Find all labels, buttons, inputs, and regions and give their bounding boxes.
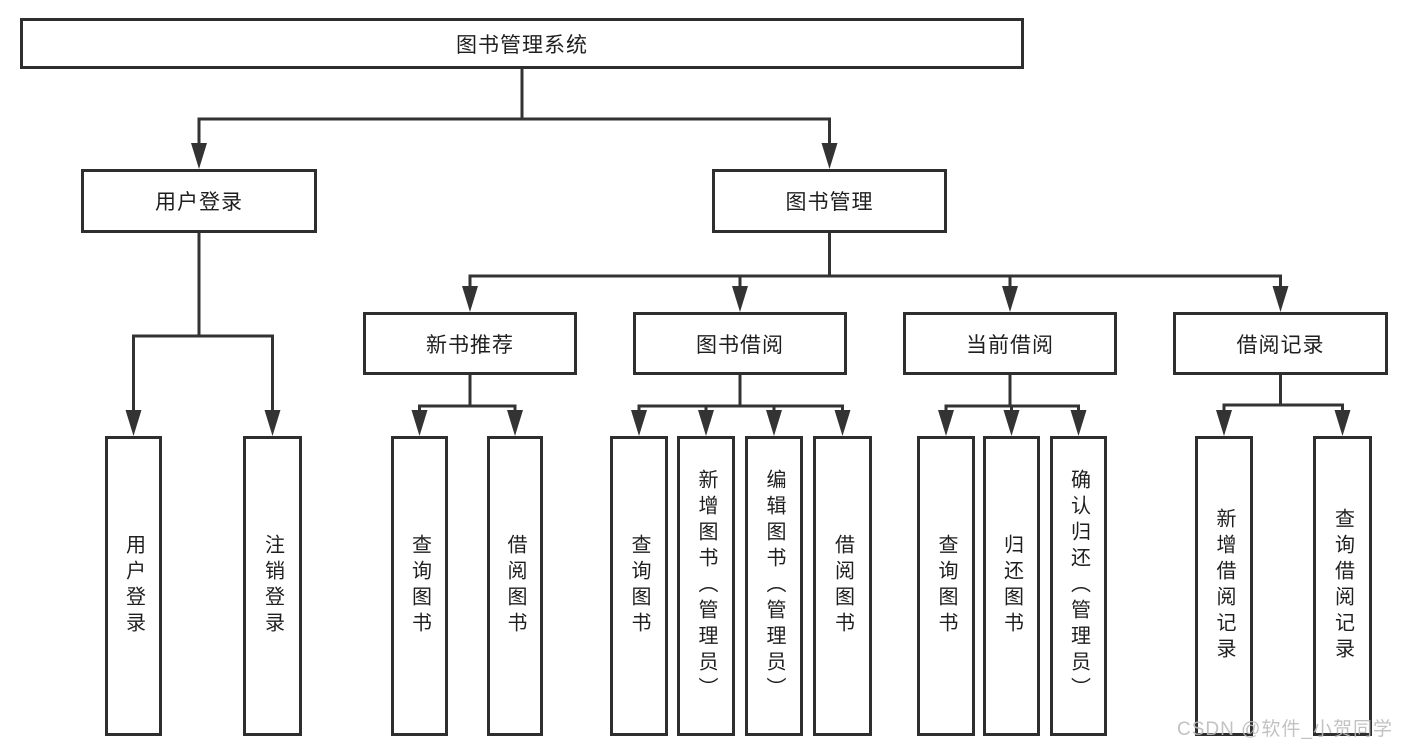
arrowhead-down-icon [507,410,523,436]
arrowhead-down-icon [1070,410,1087,436]
node-label: 编辑图书（管理员） [763,469,785,703]
node-query-books-borrow: 查询图书 [610,436,668,736]
arrowhead-down-icon [766,410,782,436]
arrowhead-down-icon [191,143,207,169]
node-new-book-recommend: 新书推荐 [363,312,577,375]
node-label: 借阅图书 [831,534,854,638]
node-current-borrowing: 当前借阅 [903,312,1117,375]
node-root: 图书管理系统 [20,18,1024,69]
node-query-books-current: 查询图书 [917,436,975,736]
node-label: 用户登录 [155,191,243,214]
node-confirm-return-admin: 确认归还（管理员） [1050,436,1107,736]
node-label: 新增图书（管理员） [695,469,717,703]
node-label: 新书推荐 [426,333,514,357]
node-logout-action: 注销登录 [243,436,302,736]
arrowhead-down-icon [125,410,142,436]
node-login-action: 用户登录 [105,436,162,736]
node-book-management: 图书管理 [712,169,947,233]
node-label: 查询图书 [408,534,431,638]
arrowhead-down-icon [698,410,714,436]
node-label: 当前借阅 [966,333,1054,357]
arrowhead-down-icon [1002,286,1018,312]
arrowhead-down-icon [1003,410,1020,436]
arrowhead-down-icon [1216,410,1232,436]
node-borrowing-records: 借阅记录 [1173,312,1388,375]
node-label: 图书管理 [785,191,874,214]
node-label: 借阅图书 [504,534,526,638]
arrowhead-down-icon [462,286,478,312]
node-borrow-books-recommend: 借阅图书 [487,436,543,736]
node-add-books-admin: 新增图书（管理员） [677,436,735,736]
node-label: 图书借阅 [696,333,784,357]
arrowhead-down-icon [1334,410,1351,436]
node-label: 借阅记录 [1236,333,1325,357]
arrowhead-down-icon [821,143,838,169]
node-user-login: 用户登录 [81,169,317,233]
arrowhead-down-icon [631,410,647,436]
arrowhead-down-icon [732,286,748,312]
arrowhead-down-icon [1272,286,1289,312]
node-label: 归还图书 [1000,534,1023,638]
node-label: 查询图书 [935,534,957,638]
node-return-books: 归还图书 [983,436,1040,736]
node-query-borrow-record: 查询借阅记录 [1313,436,1372,736]
node-label: 注销登录 [261,534,284,638]
node-label: 查询借阅记录 [1331,508,1354,664]
node-label: 新增借阅记录 [1213,508,1235,664]
node-label: 确认归还（管理员） [1067,469,1090,703]
node-book-borrowing: 图书借阅 [633,312,847,375]
node-label: 用户登录 [122,534,145,638]
node-query-books-recommend: 查询图书 [391,436,448,736]
watermark-text: CSDN @软件_小贺同学 [1177,719,1393,740]
arrowhead-down-icon [264,410,281,436]
node-borrow-books-action: 借阅图书 [813,436,872,736]
arrowhead-down-icon [834,410,851,436]
node-label: 查询图书 [628,534,650,638]
node-add-borrow-record: 新增借阅记录 [1195,436,1253,736]
node-label: 图书管理系统 [456,33,588,57]
arrowhead-down-icon [938,410,954,436]
node-edit-books-admin: 编辑图书（管理员） [745,436,803,736]
arrowhead-down-icon [411,410,428,436]
